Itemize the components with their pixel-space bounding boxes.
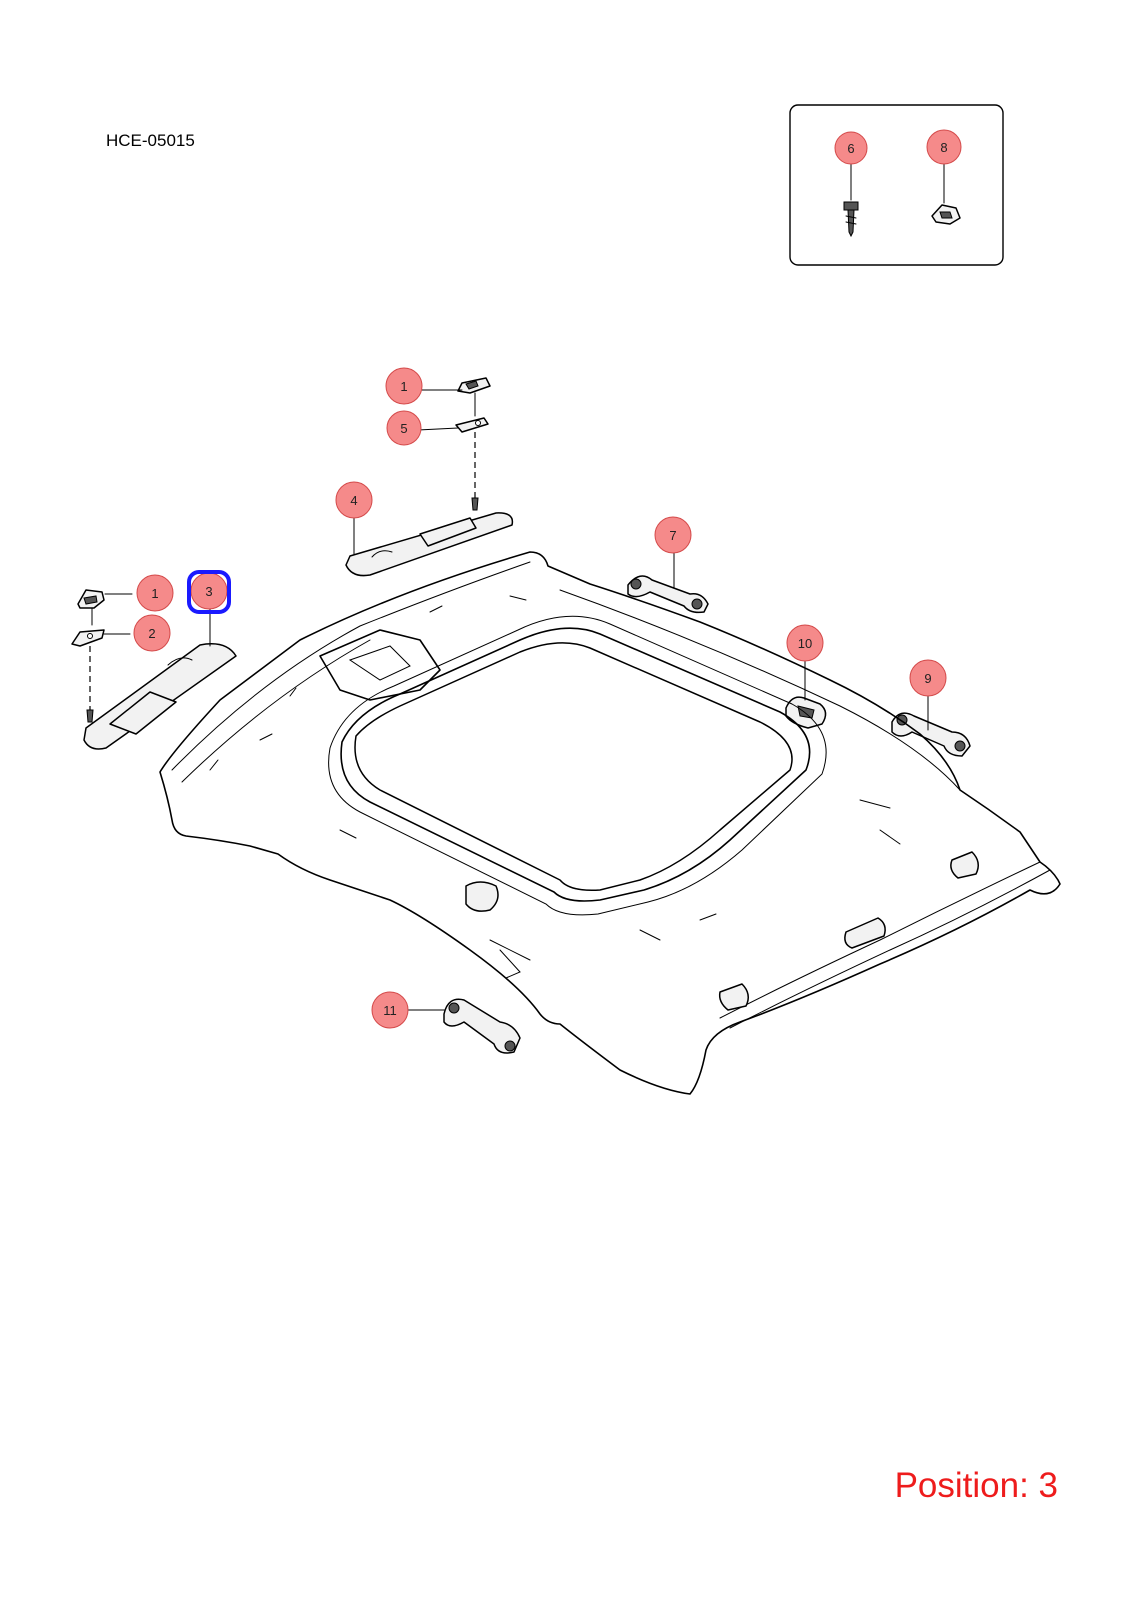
callout-4[interactable]: 4 — [335, 481, 373, 519]
callout-7-circle — [654, 516, 692, 554]
clip-icon — [931, 159, 961, 225]
document-code: HCE-05015 — [106, 131, 195, 150]
callout-2-circle — [133, 614, 171, 652]
callout-3-label: 3 — [205, 584, 212, 599]
callout-2[interactable]: 2 — [133, 614, 171, 652]
callout-11-circle — [371, 991, 409, 1029]
callout-1-left[interactable]: 1 — [136, 574, 174, 612]
sun-visor-right — [345, 512, 514, 577]
visor-bracket-left — [71, 589, 105, 723]
callout-4-circle — [335, 481, 373, 519]
callout-5-circle — [386, 410, 422, 446]
callout-2-label: 2 — [148, 626, 155, 641]
callout-10[interactable]: 10 — [786, 624, 824, 662]
position-label: Position: 3 — [894, 1466, 1058, 1505]
callout-8[interactable]: 8 — [926, 129, 962, 165]
sun-visor-left — [83, 643, 237, 750]
callout-3-selected-outline — [187, 570, 231, 614]
callout-5-label: 5 — [400, 421, 407, 436]
callout-5[interactable]: 5 — [386, 410, 422, 446]
callout-6-label: 6 — [847, 141, 854, 156]
callout-11[interactable]: 11 — [371, 991, 409, 1029]
callout-1-upper[interactable]: 1 — [385, 367, 423, 405]
callout-11-label: 11 — [383, 1003, 397, 1018]
callout-10-circle — [786, 624, 824, 662]
assist-grip-front-right — [627, 575, 709, 614]
callout-1-upper-circle — [385, 367, 423, 405]
assist-grip-left — [443, 998, 521, 1054]
callout-1-left-circle — [136, 574, 174, 612]
callout-8-circle — [926, 129, 962, 165]
callout-3[interactable]: 3 — [187, 570, 231, 614]
callout-7-label: 7 — [669, 528, 676, 543]
fastener-inset — [789, 104, 1004, 266]
callout-4-label: 4 — [350, 493, 357, 508]
callout-1-upper-label: 1 — [400, 379, 407, 394]
assist-grip-rear-right — [891, 712, 971, 757]
callout-9-circle — [909, 659, 947, 697]
callout-9[interactable]: 9 — [909, 659, 947, 697]
headliner — [159, 551, 1061, 1095]
callout-9-label: 9 — [924, 671, 931, 686]
callout-8-label: 8 — [940, 140, 947, 155]
overhead-lamp — [785, 696, 827, 729]
callout-1-left-label: 1 — [151, 586, 158, 601]
callout-10-label: 10 — [798, 636, 812, 651]
callout-6-circle — [834, 131, 868, 165]
callout-6[interactable]: 6 — [834, 131, 868, 165]
screw-icon — [843, 159, 859, 238]
visor-bracket-upper — [455, 377, 491, 511]
callout-7[interactable]: 7 — [654, 516, 692, 554]
